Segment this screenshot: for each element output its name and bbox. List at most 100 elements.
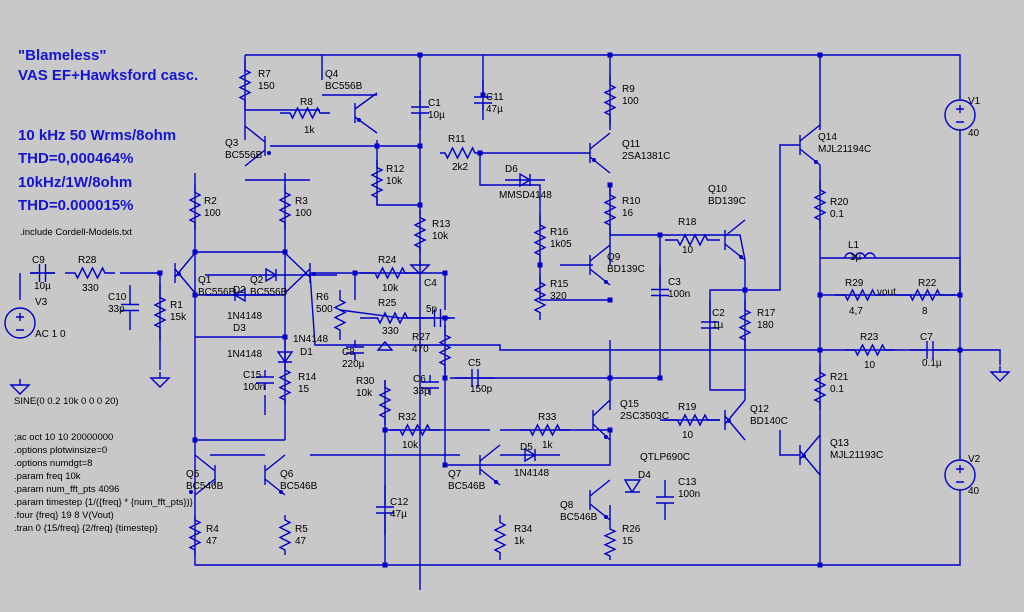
svg-text:R14: R14: [298, 372, 317, 383]
svg-text:320: 320: [550, 291, 567, 302]
svg-text:BC546B: BC546B: [280, 481, 318, 492]
svg-text:Q1: Q1: [198, 275, 212, 286]
components: R7150R81kQ4BC556BC110µC1147µR9100Q3BC556…: [4, 60, 1011, 560]
svg-text:MJL21194C: MJL21194C: [818, 144, 871, 155]
svg-text:1µ: 1µ: [850, 252, 862, 263]
capacitor-c7: C70.1µ: [910, 332, 950, 369]
svg-text:R19: R19: [678, 402, 697, 413]
diode-d4: [623, 479, 642, 494]
svg-text:C9: C9: [32, 255, 45, 266]
svg-text:40: 40: [968, 486, 980, 497]
svg-text:4,7: 4,7: [849, 306, 863, 317]
svg-text:R33: R33: [538, 412, 557, 423]
svg-text:10µ: 10µ: [34, 281, 51, 292]
svg-text:220µ: 220µ: [342, 359, 365, 370]
svg-text:R13: R13: [432, 219, 451, 230]
svg-text:R16: R16: [550, 227, 569, 238]
title-line-1: "Blameless": [18, 47, 106, 64]
svg-text:1N4148: 1N4148: [227, 349, 262, 360]
diode-d1: [276, 351, 294, 364]
svg-text:C5: C5: [468, 358, 481, 369]
svg-text:C12: C12: [390, 497, 409, 508]
svg-text:C11: C11: [486, 92, 504, 103]
svg-text:330: 330: [382, 326, 399, 337]
directive-5: .param num_fft_pts 4096: [14, 484, 119, 495]
svg-text:R18: R18: [678, 217, 697, 228]
svg-text:15: 15: [622, 536, 634, 547]
svg-text:MJL21193C: MJL21193C: [830, 450, 883, 461]
svg-text:1N4148: 1N4148: [227, 311, 262, 322]
svg-text:100: 100: [622, 96, 639, 107]
svg-text:100: 100: [295, 208, 312, 219]
svg-text:R10: R10: [622, 196, 641, 207]
svg-text:C4: C4: [424, 278, 437, 289]
resistor-r18: R18 10: [665, 217, 720, 256]
svg-text:1k: 1k: [304, 125, 316, 136]
svg-text:R26: R26: [622, 524, 641, 535]
directive-2: .options plotwinsize=0: [14, 445, 107, 456]
capacitor-c9: C9 10µ: [30, 255, 55, 292]
ground-icon: [149, 372, 171, 388]
svg-text:L1: L1: [848, 240, 860, 251]
ground-icon: [9, 379, 31, 395]
svg-text:D4: D4: [638, 470, 651, 481]
svg-text:470: 470: [412, 344, 429, 355]
directive-4: .param freq 10k: [14, 471, 81, 482]
svg-text:10µ: 10µ: [428, 110, 445, 121]
svg-text:R9: R9: [622, 84, 635, 95]
svg-text:R2: R2: [204, 196, 217, 207]
svg-text:Q3: Q3: [225, 138, 239, 149]
svg-text:R11: R11: [448, 134, 466, 145]
svg-text:BC546B: BC546B: [448, 481, 486, 492]
svg-text:C13: C13: [678, 477, 697, 488]
source-command: SINE(0 0.2 10k 0 0 0 20): [14, 396, 119, 407]
svg-text:10: 10: [682, 245, 694, 256]
directive-8: .tran 0 {15/freq} {2/freq} {timestep}: [14, 523, 158, 534]
svg-text:10k: 10k: [382, 283, 399, 294]
svg-text:15: 15: [298, 384, 310, 395]
title-line-2: VAS EF+Hawksford casc.: [18, 67, 198, 84]
svg-text:2SC3503C: 2SC3503C: [620, 411, 669, 422]
svg-text:Q10: Q10: [708, 184, 727, 195]
svg-text:Q6: Q6: [280, 469, 294, 480]
result-line-1: 10 kHz 50 Wrms/8ohm: [18, 127, 176, 144]
svg-text:C1: C1: [428, 98, 441, 109]
net-label-vout: vout: [877, 287, 896, 298]
svg-text:Q2: Q2: [250, 275, 264, 286]
svg-text:C15: C15: [243, 370, 262, 381]
ground-icon: [989, 366, 1011, 382]
svg-text:C10: C10: [108, 292, 127, 303]
svg-text:1k05: 1k05: [550, 239, 572, 250]
svg-text:150: 150: [258, 81, 275, 92]
result-line-2: THD=0,000464%: [18, 150, 134, 167]
svg-text:R3: R3: [295, 196, 308, 207]
ground-icon: [376, 340, 394, 351]
